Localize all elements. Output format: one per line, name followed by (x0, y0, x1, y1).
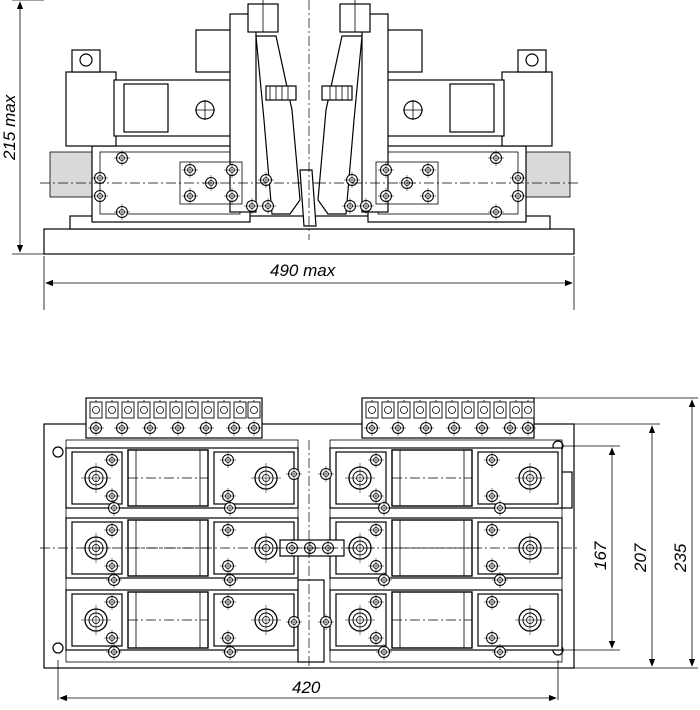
dim-height-side: 215 max (0, 0, 44, 255)
terminal-block-left (85, 397, 263, 439)
base-plate-side (43, 228, 575, 255)
left-contactor-plan (66, 448, 298, 661)
dim-167-label: 167 (591, 541, 610, 570)
side-view (40, 0, 578, 255)
plan-view (40, 397, 580, 669)
terminal-block-right (361, 397, 537, 439)
dim-height-207: 207 (574, 423, 660, 669)
right-contactor-side (298, 0, 578, 223)
dim-height-side-label: 215 max (0, 94, 19, 161)
right-contactor-plan (330, 448, 562, 661)
dim-height-167: 167 (562, 445, 620, 651)
dim-base-width-plan-label: 420 (292, 678, 321, 697)
dim-207-label: 207 (631, 543, 650, 573)
dim-width-side: 490 max (43, 256, 575, 310)
dim-235-label: 235 (671, 543, 690, 573)
dim-base-width-plan: 420 (57, 660, 559, 702)
left-contactor-side (40, 0, 320, 223)
dim-width-side-label: 490 max (270, 261, 336, 280)
dim-height-235: 235 (534, 397, 698, 669)
